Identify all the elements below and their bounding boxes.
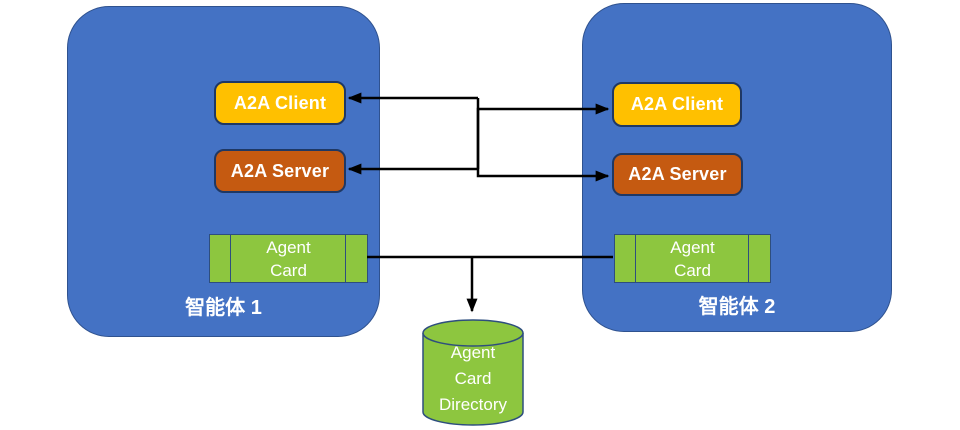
agent-card-divider <box>345 235 346 282</box>
agent-card-divider <box>635 235 636 282</box>
agent-2-agent-card-box: Agent Card <box>614 234 771 283</box>
agent-1-a2a-server-label: A2A Server <box>230 160 330 181</box>
agent-1-a2a-client-label: A2A Client <box>233 92 327 113</box>
agent-card-divider <box>230 235 231 282</box>
agent-2-container: A2A Client A2A Server Agent Card 智能体 2 <box>582 3 892 332</box>
agent-1-label: 智能体 1 <box>185 297 262 319</box>
agent-card-divider <box>748 235 749 282</box>
agent-2-a2a-client-box: A2A Client <box>612 82 742 127</box>
agent-2-label: 智能体 2 <box>698 296 776 318</box>
agent-1-a2a-server-box: A2A Server <box>214 149 346 193</box>
agent-2-a2a-server-label: A2A Server <box>628 164 727 184</box>
agent-2-a2a-client-label: A2A Client <box>630 94 724 114</box>
agent-card-directory-label: Agent Card Directory <box>438 343 507 414</box>
agent-1-agent-card-box: Agent Card <box>209 234 368 283</box>
agent-1-agent-card-label: Agent Card <box>266 237 311 280</box>
agent-1-container: A2A Client A2A Server Agent Card 智能体 1 <box>67 6 380 337</box>
agent-2-agent-card-label: Agent Card <box>670 237 715 280</box>
agent-1-a2a-client-box: A2A Client <box>214 81 346 125</box>
agent-2-a2a-server-box: A2A Server <box>612 153 743 196</box>
